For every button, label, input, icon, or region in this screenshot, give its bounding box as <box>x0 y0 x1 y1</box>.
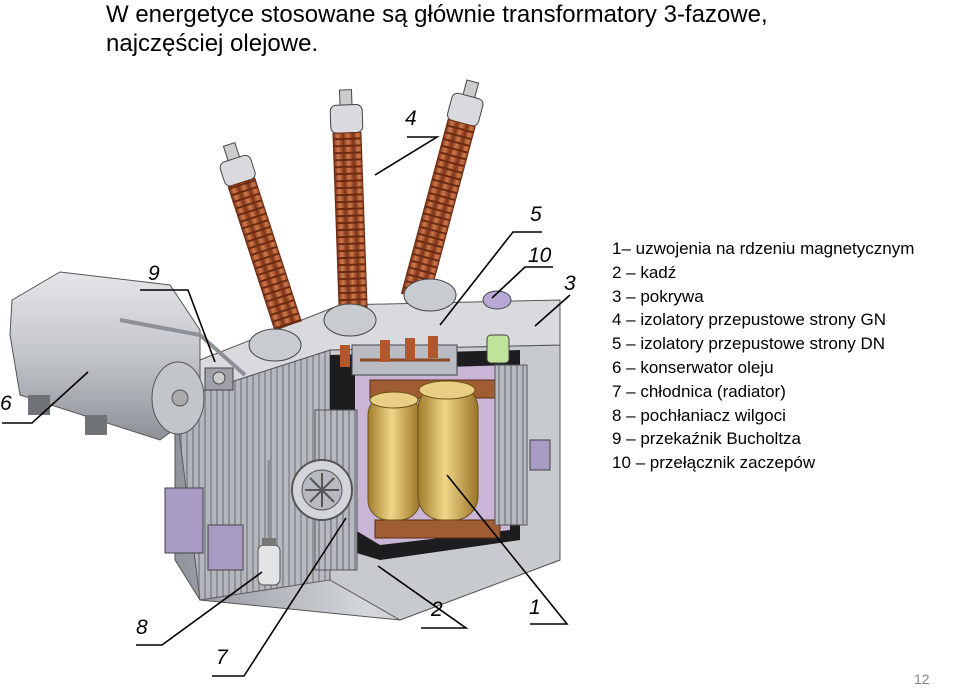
legend-item: 3 – pokrywa <box>612 286 704 306</box>
control-box-2 <box>207 524 244 571</box>
callout-2: 2 <box>431 598 443 621</box>
leader-lines <box>2 136 571 677</box>
legend-item: 1– uzwojenia na rdzeniu magnetycznym <box>612 239 915 258</box>
control-box-1 <box>164 487 204 554</box>
legend-item: 6 – konserwator oleju <box>612 357 774 377</box>
legend-item: 4 – izolatory przepustowe strony GN <box>612 310 887 330</box>
title-line-1: W energetyce stosowane są głównie transf… <box>106 1 768 28</box>
callout-9: 9 <box>148 262 160 285</box>
winding-1 <box>367 394 421 521</box>
callout-7: 7 <box>216 646 228 669</box>
hv-bushings <box>219 79 484 362</box>
callout-4: 4 <box>405 107 417 130</box>
conservator <box>9 271 247 441</box>
callout-10: 10 <box>528 244 552 267</box>
callout-1: 1 <box>529 596 541 619</box>
callout-5: 5 <box>530 203 542 226</box>
buchholz-relay <box>204 367 234 391</box>
callout-8: 8 <box>136 616 148 639</box>
page-number: 12 <box>914 671 930 687</box>
legend-item: 9 – przekaźnik Bucholtza <box>612 429 801 449</box>
title-line-2: najczęściej olejowe. <box>106 30 319 57</box>
legend-item: 5 – izolatory przepustowe strony DN <box>612 334 886 354</box>
tap-changer-drive <box>482 290 512 364</box>
legend-item: 2 – kadź <box>612 262 677 282</box>
callout-6: 6 <box>0 392 12 415</box>
legend: 1– uzwojenia na rdzeniu magnetycznym 2 – … <box>612 237 914 475</box>
legend-item: 7 – chłodnica (radiator) <box>612 381 786 401</box>
legend-item: 8 – pochłaniacz wilgoci <box>612 405 786 425</box>
radiators <box>291 364 528 571</box>
lv-bushings <box>340 336 438 367</box>
breather <box>257 460 281 586</box>
slide-title: W energetyce stosowane są głównie transf… <box>106 0 768 58</box>
winding-2 <box>417 384 479 521</box>
callout-3: 3 <box>564 272 576 295</box>
control-box-3 <box>529 439 551 471</box>
legend-item: 10 – przełącznik zaczepów <box>612 453 816 473</box>
cutaway-interior <box>330 344 520 560</box>
